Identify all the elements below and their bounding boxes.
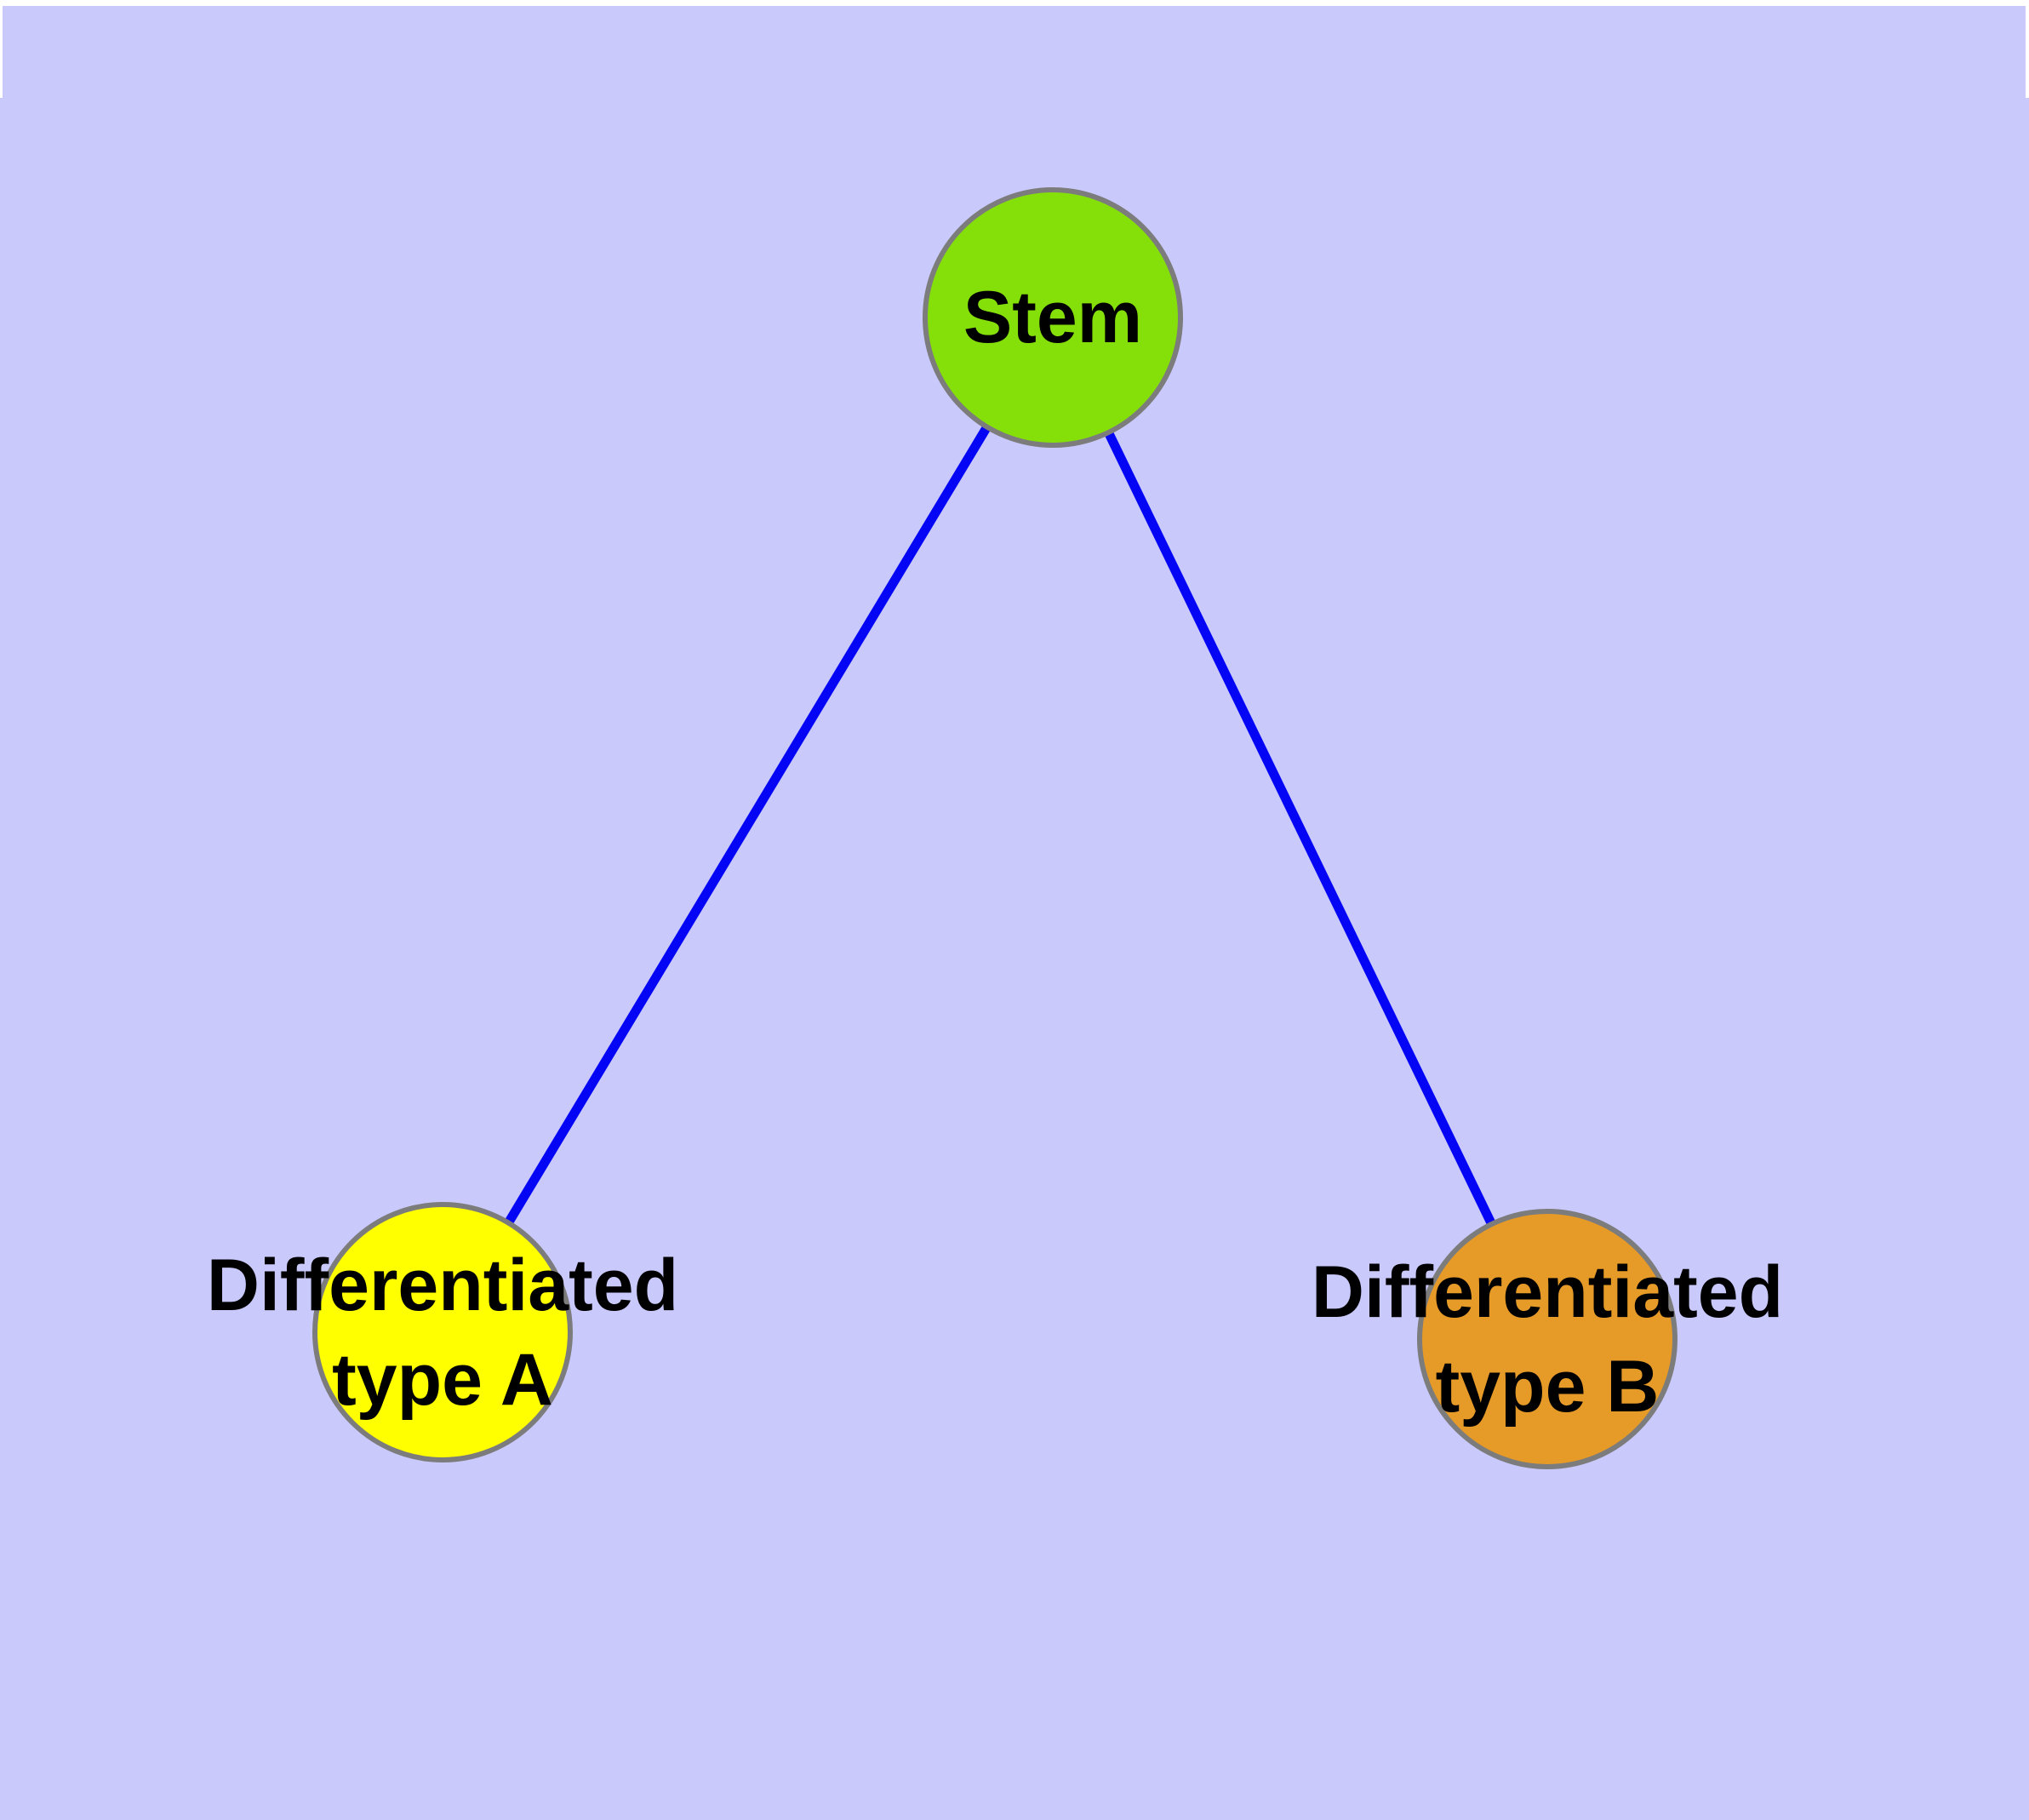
node-label-type-b-line2: type B: [1436, 1346, 1660, 1428]
node-stem: [923, 187, 1183, 448]
edge-stem-to-type-b: [1049, 315, 1552, 1342]
node-label-type-b-line1: Differentiated: [1312, 1251, 1783, 1333]
node-label-stem: Stem: [963, 277, 1142, 358]
edge-stem-to-type-a: [438, 315, 1057, 1335]
node-label-type-a-line2: type A: [332, 1339, 553, 1421]
node-differentiated-type-b: [1417, 1209, 1677, 1469]
top-margin: [0, 0, 2029, 6]
node-differentiated-type-a: [312, 1202, 573, 1462]
right-margin: [2026, 0, 2029, 98]
node-label-type-a-line1: Differentiated: [207, 1245, 678, 1326]
left-margin: [0, 0, 3, 98]
